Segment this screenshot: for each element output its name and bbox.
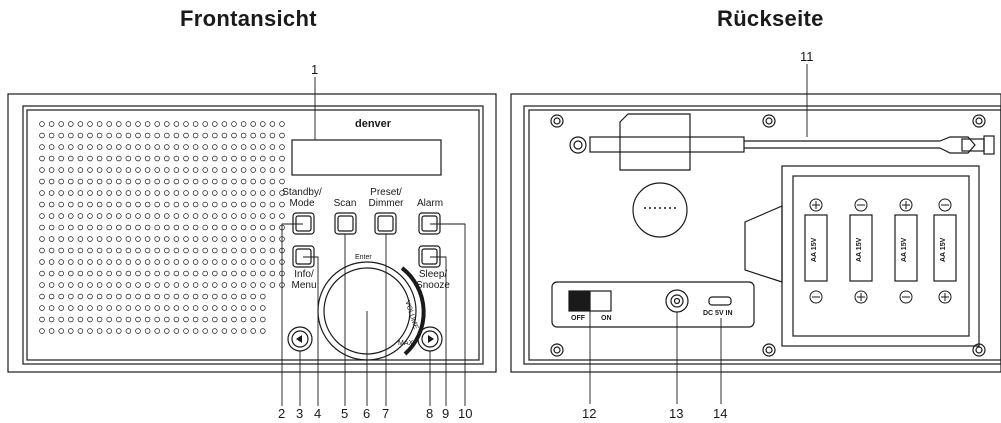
callout-12: 12 [582, 406, 597, 421]
battery-label-2: AA 15V [856, 237, 863, 262]
switch-off-label: OFF [571, 315, 585, 322]
front-view-title: Frontansicht [180, 6, 317, 31]
alarm-label: Alarm [416, 198, 444, 209]
callout-9: 9 [442, 406, 450, 421]
front-housing-rim [26, 109, 480, 361]
preset-dimmer-button [374, 212, 397, 235]
enter-label: Enter [355, 254, 372, 261]
back-view-title: Rückseite [717, 6, 824, 31]
alarm-button [418, 212, 441, 235]
info-menu-button [292, 245, 315, 268]
preset-dimmer-label: Preset/ Dimmer [368, 187, 404, 209]
sleep-snooze-button [418, 245, 441, 268]
callout-3: 3 [296, 406, 304, 421]
speaker-grille [39, 121, 285, 334]
back-housing-outer [510, 93, 1001, 373]
headphone-jack [665, 289, 689, 313]
callout-8: 8 [426, 406, 434, 421]
rear-port [632, 182, 688, 238]
standby-mode-button [292, 212, 315, 235]
lcd-display [291, 139, 442, 176]
rear-control-panel [551, 281, 755, 328]
callout-14: 14 [713, 406, 728, 421]
battery-label-4: AA 15V [940, 237, 947, 262]
back-housing-inner [523, 105, 1001, 365]
callout-10: 10 [458, 406, 473, 421]
switch-on-label: ON [601, 315, 612, 322]
telescopic-antenna [589, 136, 745, 153]
battery-label-3: AA 15V [901, 237, 908, 262]
volume-arc [400, 266, 426, 356]
callout-7: 7 [382, 406, 390, 421]
callout-11: 11 [800, 49, 814, 64]
callout-4: 4 [314, 406, 322, 421]
scan-label: Scan [333, 198, 357, 209]
callout-2: 2 [278, 406, 286, 421]
callout-5: 5 [341, 406, 349, 421]
callout-13: 13 [669, 406, 684, 421]
callout-6: 6 [363, 406, 371, 421]
info-menu-label: Info/ Menu [291, 269, 317, 291]
dc-input [708, 296, 732, 306]
callout-1: 1 [311, 62, 319, 77]
brand-logo: denver [355, 118, 391, 130]
front-housing-outer [7, 93, 497, 373]
dc-input-label: DC 5V IN [703, 310, 733, 317]
scan-button [334, 212, 357, 235]
standby-mode-label: Standby/ Mode [282, 187, 322, 209]
battery-label-1: AA 15V [811, 237, 818, 262]
max-label: MAX [398, 340, 414, 347]
sleep-snooze-label: Sleep/ Snooze [416, 269, 450, 291]
front-housing-inner [22, 105, 484, 365]
brand-logo-text: denver [355, 118, 392, 130]
